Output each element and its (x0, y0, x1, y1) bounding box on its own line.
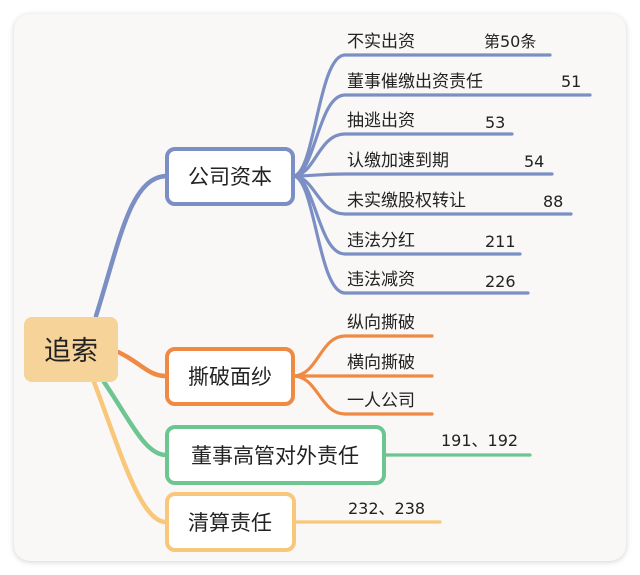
leaf-ref: 第50条 (484, 32, 536, 51)
branch-node-liquidation[interactable]: 清算责任 (165, 492, 296, 552)
branch-node-capital[interactable]: 公司资本 (165, 147, 295, 206)
branch-node-directors-box (165, 425, 386, 485)
root-node[interactable]: 追索 (24, 317, 118, 382)
leaf-ref: 51 (561, 72, 581, 91)
leaf-label[interactable]: 横向撕破 (347, 353, 415, 373)
veil-leaves: 纵向撕破 横向撕破 一人公司 (347, 313, 415, 411)
branch-node-capital-label: 公司资本 (188, 165, 272, 189)
branch-node-veil-label: 撕破面纱 (188, 365, 272, 389)
branch-node-capital-box (165, 147, 295, 206)
connector-root-liquidation (91, 379, 169, 525)
leaf-ref: 232、238 (348, 499, 425, 518)
leaf-label[interactable]: 抽逃出资 (347, 111, 415, 131)
veil-connectors (291, 334, 434, 416)
leaf-ref: 53 (485, 113, 505, 132)
capital-connectors (291, 53, 592, 295)
branch-node-liquidation-label: 清算责任 (188, 511, 272, 535)
leaf-label[interactable]: 违法减资 (347, 270, 415, 290)
leaf-label[interactable]: 纵向撕破 (347, 313, 415, 333)
root-node-label: 追索 (44, 336, 98, 367)
leaf-label[interactable]: 一人公司 (347, 391, 415, 411)
connector-veil-leaf-1 (291, 334, 434, 378)
branch-node-directors-label: 董事高管对外责任 (191, 444, 359, 468)
leaf-ref: 226 (485, 272, 516, 291)
leaf-label[interactable]: 董事催缴出资责任 (347, 72, 483, 92)
connector-capital-leaf-4 (291, 172, 554, 178)
branch-node-directors[interactable]: 董事高管对外责任 (165, 425, 386, 485)
capital-leaves: 不实出资 第50条 董事催缴出资责任 51 抽逃出资 53 认缴加速到期 54 … (347, 32, 581, 291)
connector-root-capital (93, 173, 169, 319)
leaf-ref: 211 (485, 232, 516, 251)
leaf-ref: 54 (524, 152, 544, 171)
branch-node-veil[interactable]: 撕破面纱 (165, 347, 295, 406)
connector-capital-leaf-3 (291, 132, 514, 178)
leaf-label[interactable]: 不实出资 (347, 32, 415, 52)
connector-capital-leaf-2 (291, 93, 592, 178)
connector-root-veil (115, 349, 169, 379)
leaf-ref: 191、192 (441, 431, 518, 450)
root-connectors (91, 173, 169, 525)
leaf-label[interactable]: 未实缴股权转让 (347, 191, 466, 211)
leaf-ref: 88 (543, 192, 563, 211)
root-node-box (24, 317, 118, 382)
leaf-label[interactable]: 认缴加速到期 (347, 151, 449, 171)
connector-capital-leaf-7 (291, 174, 530, 295)
branch-node-liquidation-box (165, 492, 296, 552)
leaf-label[interactable]: 违法分红 (347, 231, 415, 251)
branch-node-veil-box (165, 347, 295, 406)
connector-veil-leaf-3 (291, 374, 434, 416)
connector-root-directors (101, 379, 169, 458)
